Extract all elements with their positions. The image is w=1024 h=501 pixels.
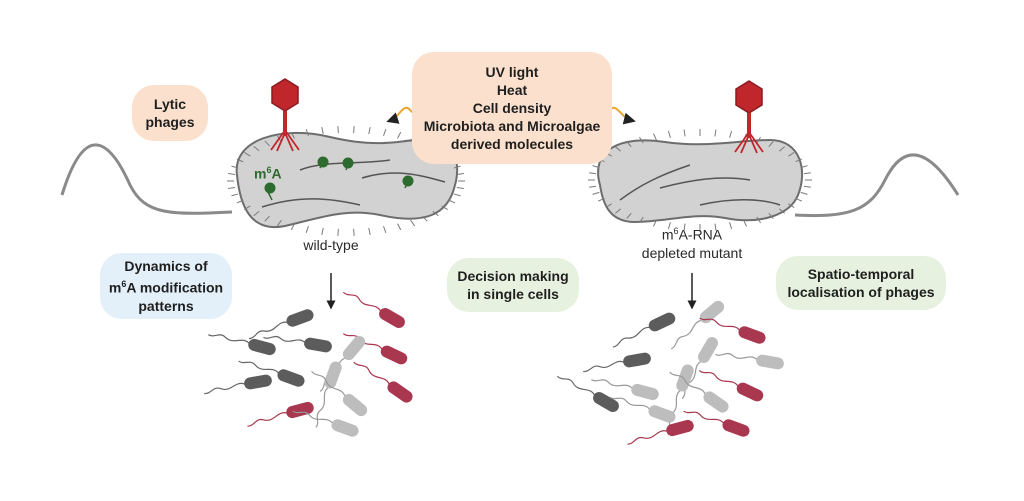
- bacterium: [591, 379, 659, 401]
- bacterium: [627, 419, 694, 445]
- bacterium: [342, 291, 405, 328]
- stimulus-derived-molecules: derived molecules: [450, 136, 574, 152]
- dynamics-line-1: Dynamics of: [124, 258, 208, 275]
- wild-type-bacteria-population: [204, 291, 413, 437]
- mutant-cell-pili: [588, 129, 812, 231]
- bacterium: [263, 335, 332, 353]
- wild-type-label: wild-type: [303, 237, 359, 253]
- bacterium: [556, 375, 619, 412]
- bacterium: [683, 410, 750, 437]
- mutant-cell: [588, 129, 812, 231]
- bacterium: [353, 361, 413, 403]
- phage-icon-wild-type: [270, 78, 300, 152]
- m6a-label: m6A: [254, 165, 282, 182]
- bacterium: [669, 371, 729, 413]
- wild-type-cell: [227, 126, 465, 236]
- stimulus-heat: Heat: [496, 82, 528, 98]
- mutant-label-line-1: m6A-RNA: [661, 226, 723, 243]
- bacterium: [315, 361, 342, 428]
- stimulus-cell-density: Cell density: [472, 100, 552, 116]
- phage-icon-mutant: [734, 80, 764, 154]
- bacterium: [698, 370, 764, 402]
- stimulus-microbiota: Microbiota and Microalgae: [423, 118, 601, 134]
- lytic-phages-box: Lytic phages: [132, 85, 208, 141]
- bacterium: [609, 396, 676, 423]
- mutant-bacteria-population: [556, 300, 784, 445]
- decision-line-2: in single cells: [467, 286, 559, 302]
- spatio-box: Spatio-temporal localisation of phages: [776, 256, 946, 310]
- bacterium: [715, 352, 784, 370]
- dynamics-line-2: m6A modification: [108, 279, 224, 296]
- bacterium: [292, 410, 359, 437]
- bacterium: [311, 370, 368, 417]
- mutant-label-line-2: depleted mutant: [641, 244, 743, 261]
- bacterium: [670, 300, 725, 350]
- m6a-marks: [264, 156, 414, 201]
- decision-line-1: Decision making: [457, 268, 569, 284]
- bacterium: [699, 317, 766, 344]
- decision-box: Decision making in single cells: [447, 258, 579, 312]
- stimuli-box: UV light Heat Cell density Microbiota an…: [412, 52, 612, 164]
- dynamics-box: Dynamics of m6A modification patterns: [100, 253, 232, 319]
- stimulus-uv-light: UV light: [485, 64, 539, 80]
- lytic-phages-line-1: Lytic: [153, 96, 187, 112]
- bacterium: [248, 309, 314, 340]
- bacterium: [583, 352, 651, 373]
- dynamics-line-3: patterns: [138, 297, 194, 314]
- mutant-label: m6A-RNA depleted mutant: [632, 222, 752, 262]
- bacterium: [247, 401, 314, 427]
- spatio-line-1: Spatio-temporal: [807, 266, 915, 282]
- bacterium: [238, 360, 305, 387]
- bacterium: [208, 334, 276, 356]
- spatio-line-2: localisation of phages: [787, 284, 935, 300]
- bacterium: [204, 374, 272, 395]
- lytic-phages-line-2: phages: [145, 114, 195, 130]
- right-strand: [794, 153, 960, 218]
- left-strand: [60, 143, 233, 215]
- bacterium: [612, 312, 676, 348]
